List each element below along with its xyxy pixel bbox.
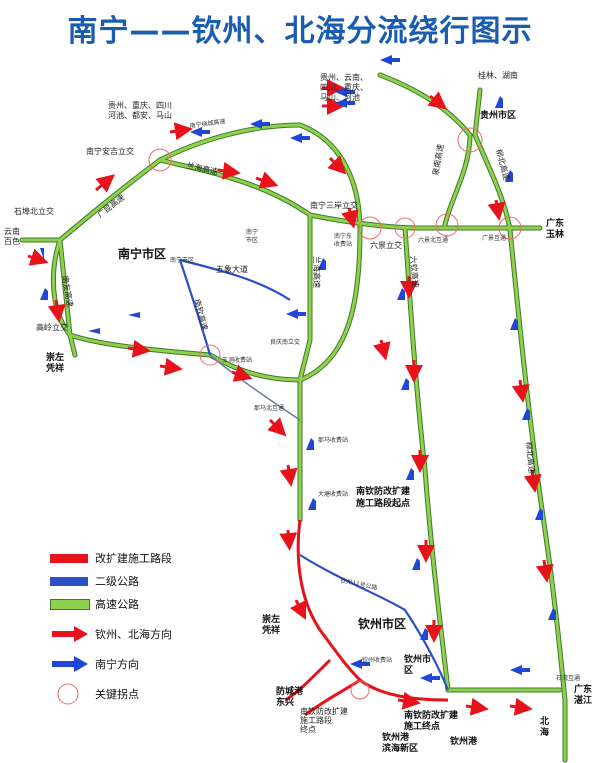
label-guizhou-right: 贵州、云南、四川、重庆、马山、河池 [320, 72, 368, 102]
legend-swatch-secondary [50, 576, 88, 586]
label-east-toll: 南宁东收费站 [334, 232, 352, 248]
arrows-nanning [40, 55, 556, 683]
legend-expressway: 高速公路 [50, 594, 139, 614]
label-guangjing: 广景互通 [482, 234, 506, 242]
circle-icon [57, 683, 79, 705]
label-shibu: 石埠北立交 [14, 206, 54, 216]
label-nama-north: 那马北互通 [254, 404, 284, 412]
legend-label-construction: 改扩建施工路段 [95, 552, 172, 565]
road-yubei: 柳北高速 [494, 148, 512, 181]
label-shitou: 石湾互通 [556, 674, 580, 682]
label-nanqin-end2: 南钦防改扩建施工终点 [404, 709, 459, 732]
legend-keypoint: 关键拐点 [50, 683, 139, 705]
secondary-road-network [178, 258, 450, 691]
red-arrow-icon [52, 626, 88, 642]
legend-label-keypoint: 关键拐点 [95, 688, 139, 701]
key-points [148, 127, 522, 700]
map-title: 南宁——钦州、北海分流绕行图示 [67, 14, 533, 49]
label-guangdong-yulin: 广东玉林 [546, 217, 565, 240]
road-quannan: 泉南高速 [430, 143, 445, 176]
label-chongzuo2: 崇左凭祥 [261, 613, 280, 636]
expressway-network [19, 72, 568, 763]
label-qinzhou-district: 钦州市区 [358, 616, 406, 631]
label-fangcheng: 防城港东兴 [276, 685, 304, 708]
road-yunan: 钦州11号公路 [340, 576, 378, 592]
label-liujing-north: 六景北互通 [418, 236, 448, 244]
construction-section [284, 519, 449, 717]
map-labels: 云南百色 石埠北立交 南宁安吉立交 贵州、重庆、四川河池、都安、马山 南宁市区 … [4, 70, 592, 754]
label-nanqin-end: 南钦防改扩建施工路段终点 [300, 706, 348, 734]
label-chongzuo: 崇左凭祥 [45, 351, 64, 374]
label-sanan: 南宁三岸立交 [310, 200, 358, 210]
legend-label-arrow-nanning: 南宁方向 [95, 658, 139, 671]
legend-arrow-qinzhou: 钦州、北海方向 [50, 624, 172, 644]
legend-secondary: 二级公路 [50, 571, 139, 591]
road-lanhai: 兰海高速 [186, 160, 219, 176]
road-nanyou: 南友高速 [60, 275, 75, 308]
road-nanqin: 南钦高速 [192, 298, 210, 331]
label-gaoling: 高岭立交 [36, 322, 68, 332]
label-beihai: 北海 [540, 715, 549, 738]
label-guangdong-zhanjiang: 广东湛江 [574, 683, 592, 706]
label-yunnan-bose: 云南百色 [4, 226, 20, 246]
legend-construction: 改扩建施工路段 [50, 548, 172, 568]
legend-swatch-expressway [50, 598, 90, 610]
arrows-qinzhou [27, 79, 554, 716]
label-qinzhou-port: 钦州港 [450, 735, 478, 747]
road-yubei2: 柳北高速 [524, 441, 537, 474]
label-nanning-city-r: 南宁市区 [246, 228, 258, 244]
road-liuqin: 六钦高速 [408, 255, 421, 288]
label-guizhou-top: 贵州、重庆、四川河池、都安、马山 [108, 100, 172, 120]
road-lanhai2: 兰海高速 [312, 256, 322, 288]
label-nanning-small: 南宁市区 [170, 256, 194, 264]
label-anji: 南宁安吉立交 [86, 146, 134, 156]
label-guigang: 贵州市区 [480, 109, 516, 121]
label-nanqin-start: 南钦防改扩建施工路段起点 [356, 485, 411, 509]
label-qinzhou-port-binhai: 钦州港滨海新区 [382, 731, 418, 754]
legend-arrow-nanning: 南宁方向 [50, 654, 139, 674]
label-nanning-district: 南宁市区 [118, 246, 166, 261]
legend-label-arrow-qinzhou: 钦州、北海方向 [95, 628, 172, 641]
label-liujing: 六景立交 [370, 240, 402, 250]
label-liangqing: 良庆南立交 [270, 338, 300, 346]
label-guilin: 桂林、湖南 [478, 70, 518, 80]
legend-label-expressway: 高速公路 [95, 598, 139, 611]
label-qinzhou-city-r: 钦州市区 [404, 653, 431, 676]
label-nama-toll: 那马收费站 [318, 436, 348, 444]
legend-swatch-construction [50, 553, 88, 563]
label-qinzhou-toll: 钦州收费站 [362, 656, 392, 664]
label-wuxiang: 五象大道 [216, 264, 248, 274]
label-dalu-toll: 大塘收费站 [318, 490, 348, 498]
road-nanning-ring: 南宁绕城高速 [189, 117, 226, 130]
legend-label-secondary: 二级公路 [95, 575, 139, 588]
blue-arrow-icon [52, 656, 88, 672]
label-yuliang: 玉洞收费站 [222, 356, 252, 364]
